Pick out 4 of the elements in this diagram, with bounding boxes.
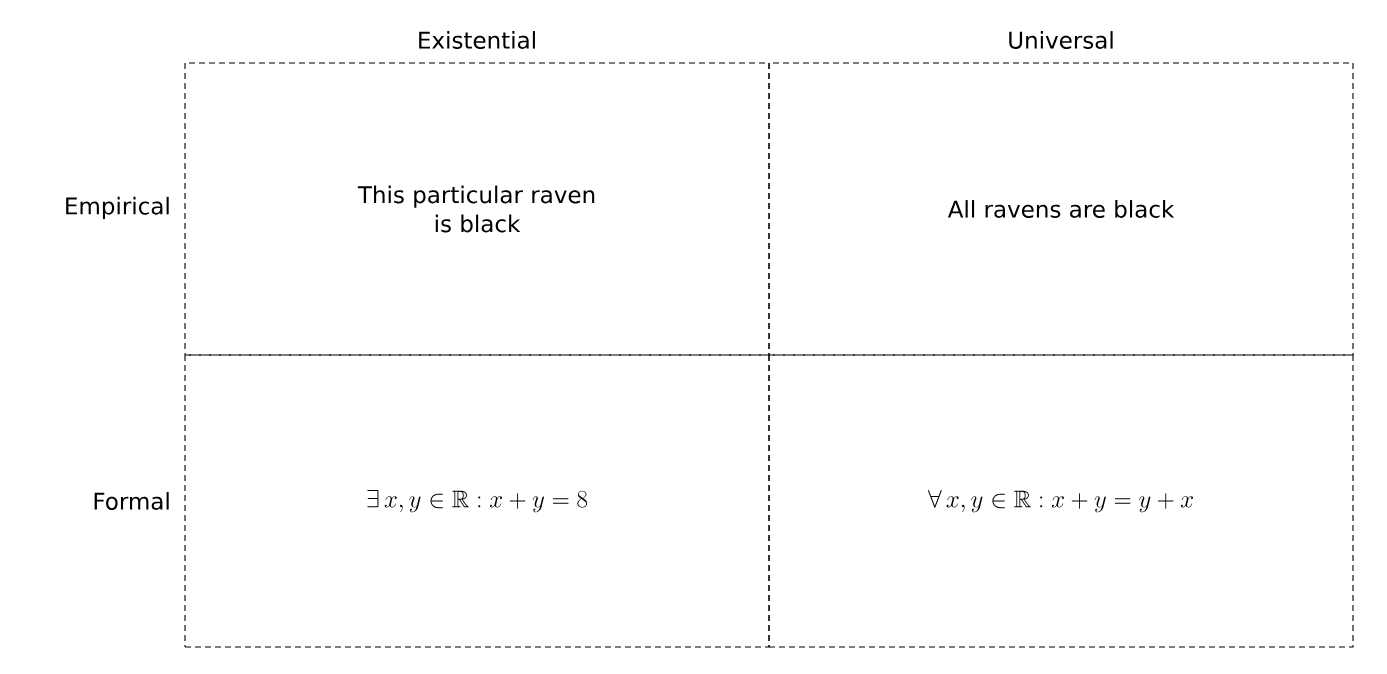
table-cell: All ravens are black: [768, 62, 1354, 356]
table-cell: This particular raven is black: [184, 62, 770, 356]
table-cell: $\forall\, x,y \in \mathbb{R} : x+y=y+x$: [768, 354, 1354, 648]
table-cell: $\exists\, x,y \in \mathbb{R} : x+y=8$: [184, 354, 770, 648]
